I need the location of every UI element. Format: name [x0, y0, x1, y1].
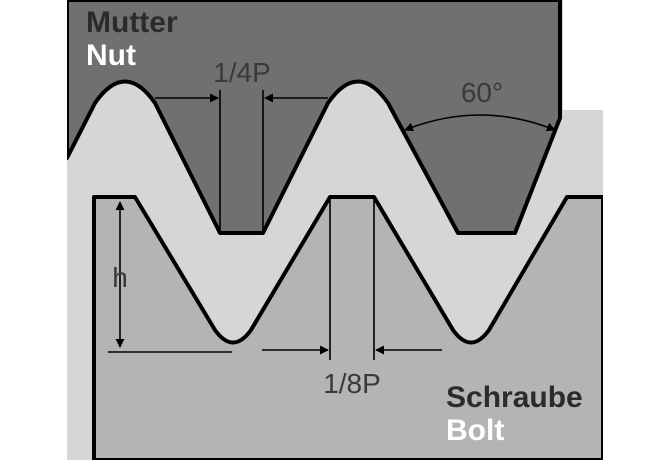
quarter-pitch-dimension [155, 90, 328, 233]
angle-label: 60° [461, 77, 503, 108]
corner-notch [563, 0, 603, 110]
bolt-german-label: Schraube [446, 381, 583, 414]
nut-english-label: Nut [86, 39, 136, 72]
quarter-pitch-label: 1/4P [213, 57, 271, 88]
eighth-pitch-label: 1/8P [323, 368, 381, 399]
eighth-pitch-dimension [262, 197, 442, 360]
bolt-english-label: Bolt [446, 414, 504, 447]
thread-height-dimension [108, 201, 232, 353]
nut-german-label: Mutter [86, 6, 178, 39]
nut-profile [65, 0, 562, 235]
right-margin [603, 0, 670, 460]
height-label: h [112, 262, 128, 293]
flank-angle-arc [404, 114, 556, 132]
left-margin [0, 0, 67, 460]
